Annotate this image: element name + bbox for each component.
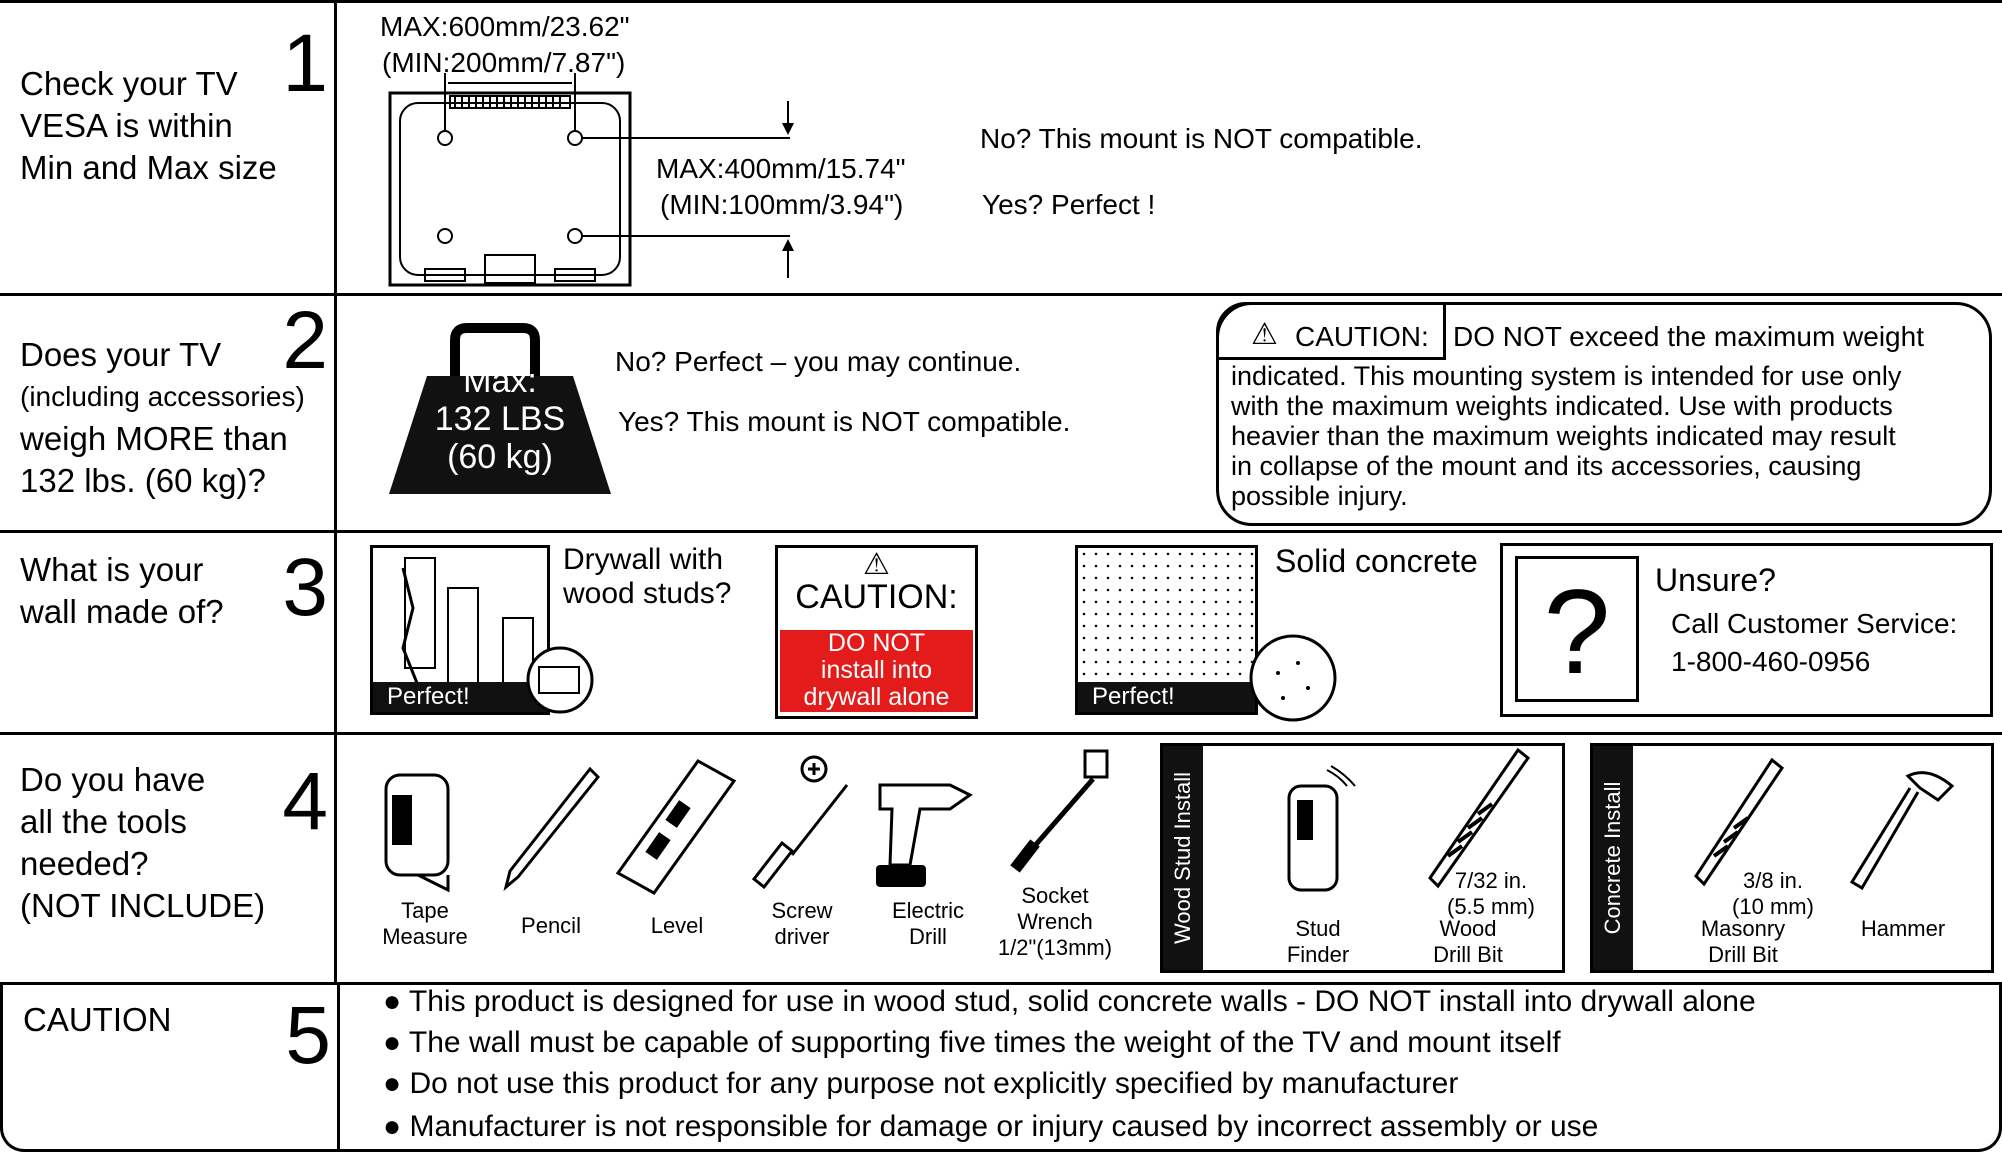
row1-yes-answer: Yes? Perfect !	[982, 189, 1156, 220]
row5-title: CAUTION	[23, 1001, 172, 1038]
caution-bullet: ● This product is designed for use in wo…	[383, 985, 1756, 1018]
tool-label-level: Level	[650, 913, 704, 938]
socket-wrench-icon	[1010, 749, 1109, 873]
drywall-caution-panel: ⚠ CAUTION: DO NOT install into drywall a…	[775, 545, 978, 719]
hammer-label: Hammer	[1860, 916, 1946, 941]
step-number-5: 5	[285, 990, 331, 1081]
masonry-bit-size: 3/8 in. (10 mm)	[1732, 868, 1814, 919]
drywall-caution-title: CAUTION:	[795, 578, 958, 616]
tool-label-pencil: Pencil	[521, 913, 581, 938]
unsure-panel: ? Unsure? Call Customer Service: 1-800-4…	[1500, 543, 1993, 717]
drywall-caution-text: DO NOT install into drywall alone	[780, 630, 973, 712]
wood-drill-bit-label: Wood Drill Bit	[1433, 916, 1503, 967]
masonry-drill-bit-label: Masonry Drill Bit	[1700, 916, 1786, 967]
warning-triangle-icon: ⚠	[863, 548, 890, 581]
warning-triangle-icon: ⚠	[1251, 318, 1278, 351]
row2-yes-answer: Yes? This mount is NOT compatible.	[618, 406, 1071, 437]
drywall-stud-panel: Perfect!	[370, 545, 550, 715]
row4-question: Do you have all the tools needed? (NOT I…	[20, 761, 266, 924]
question-mark-icon: ?	[1515, 556, 1639, 702]
screwdriver-icon	[751, 755, 849, 890]
row2-question: Does your TV (including accessories) wei…	[20, 336, 305, 499]
row-caution: CAUTION 5 ● This product is designed for…	[0, 985, 2002, 1152]
wood-bit-size: 7/32 in. (5.5 mm)	[1447, 868, 1535, 919]
tool-label-tape-measure: Tape Measure	[382, 898, 468, 949]
row1-question-cell: Check your TV VESA is within Min and Max…	[0, 3, 337, 293]
row-tools: Do you have all the tools needed? (NOT I…	[0, 735, 2002, 985]
step-number-4: 4	[282, 756, 328, 847]
tool-label-socket-wrench: Socket Wrench 1/2"(13mm)	[997, 883, 1113, 960]
wood-stud-install-panel: Wood Stud Install Stud Finder 7/32 in. (…	[1160, 743, 1565, 973]
row2-question-cell: Does your TV (including accessories) wei…	[0, 296, 337, 530]
concrete-title: Solid concrete	[1275, 543, 1478, 579]
concrete-panel: Perfect!	[1075, 545, 1258, 715]
weight-caution-text: indicated. This mounting system is inten…	[1231, 361, 1902, 511]
row5-title-cell: CAUTION 5	[3, 985, 340, 1149]
drywall-title: Drywall with wood studs?	[563, 543, 732, 610]
min-width-label: (MIN:200mm/7.87")	[382, 47, 626, 78]
row3-question: What is your wall made of?	[20, 551, 224, 630]
concrete-install-tab: Concrete Install	[1593, 746, 1633, 970]
level-icon	[615, 759, 737, 895]
drywall-perfect-badge: Perfect!	[373, 682, 547, 712]
tool-label-screwdriver: Screw driver	[771, 898, 833, 949]
row1-question: Check your TV VESA is within Min and Max…	[20, 65, 277, 186]
row4-question-cell: Do you have all the tools needed? (NOT I…	[0, 735, 337, 982]
stud-finder-icon	[1287, 765, 1356, 892]
row-weight-check: Does your TV (including accessories) wei…	[0, 296, 2002, 533]
stud-detail-magnifier-icon	[526, 646, 594, 714]
wood-stud-install-tab: Wood Stud Install	[1163, 746, 1203, 970]
wood-drill-bit-icon	[1428, 747, 1531, 889]
row-wall-type: What is your wall made of? 3 Perfect! Dr…	[0, 533, 2002, 735]
caution-bullet: ● Do not use this product for any purpos…	[383, 1067, 1459, 1100]
hammer-icon	[1849, 771, 1955, 891]
caution-bullet: ● Manufacturer is not responsible for da…	[383, 1110, 1599, 1143]
step-number-1: 1	[282, 18, 328, 109]
tool-label-electric-drill: Electric Drill	[891, 898, 965, 949]
pencil-icon	[503, 766, 601, 892]
concrete-install-panel: Concrete Install 3/8 in. (10 mm) Masonry…	[1590, 743, 1994, 973]
weight-icon	[389, 323, 611, 494]
caution-bullet: ● The wall must be capable of supporting…	[383, 1026, 1561, 1059]
customer-service-phone[interactable]: 1-800-460-0956	[1671, 646, 1871, 677]
row2-no-answer: No? Perfect – you may continue.	[615, 346, 1022, 377]
tape-measure-icon	[384, 773, 450, 893]
step-number-2: 2	[282, 295, 328, 386]
max-width-label: MAX:600mm/23.62"	[380, 11, 630, 42]
step-number-3: 3	[282, 542, 328, 633]
row1-no-answer: No? This mount is NOT compatible.	[980, 123, 1423, 154]
min-height-label: (MIN:100mm/3.94")	[660, 189, 904, 220]
weight-limit: Max: 132 LBS (60 kg)	[434, 362, 566, 476]
stud-finder-label: Stud Finder	[1286, 916, 1350, 967]
max-height-label: MAX:400mm/15.74"	[656, 153, 906, 184]
weight-caution-header: ⚠ CAUTION:	[1216, 302, 1446, 360]
customer-service-label: Call Customer Service:	[1671, 608, 1958, 639]
concrete-detail-magnifier-icon	[1249, 634, 1337, 722]
weight-caution-box: ⚠ CAUTION: DO NOT exceed the maximum wei…	[1216, 302, 1992, 526]
electric-drill-icon	[876, 783, 973, 887]
tv-back-diagram	[388, 73, 794, 287]
unsure-title: Unsure?	[1655, 562, 1776, 598]
row3-question-cell: What is your wall made of? 3	[0, 533, 337, 732]
row-vesa-check: Check your TV VESA is within Min and Max…	[0, 0, 2002, 296]
concrete-perfect-badge: Perfect!	[1078, 682, 1255, 712]
masonry-drill-bit-icon	[1694, 757, 1785, 887]
